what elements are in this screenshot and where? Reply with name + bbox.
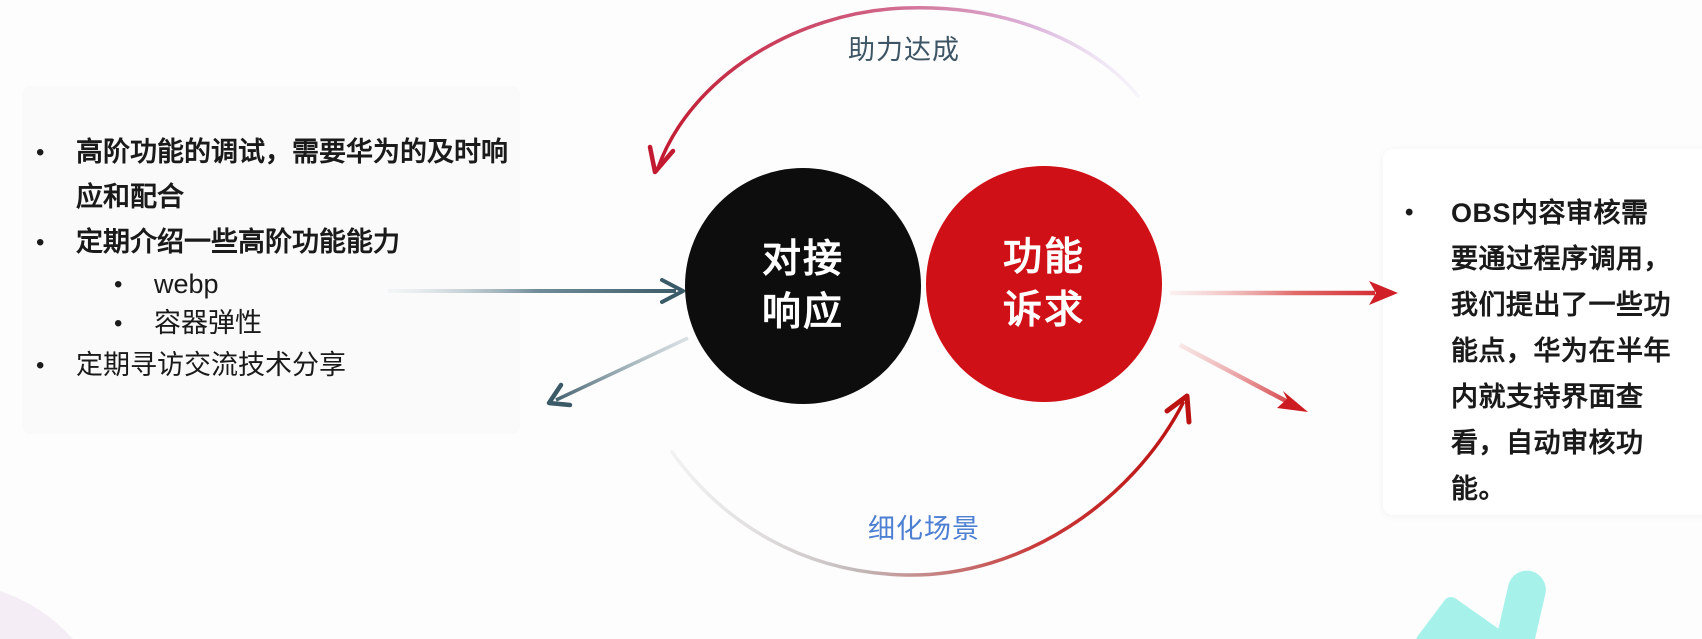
list-item-text: 高阶功能的调试，需要华为的及时响应和配合 — [76, 137, 508, 212]
list-item-text: 定期寻访交流技术分享 — [76, 350, 346, 380]
teal-corner-shape — [1416, 570, 1546, 639]
black-circle-label-line2: 响应 — [761, 291, 844, 334]
left-bullet-list: • 高阶功能的调试，需要华为的及时响应和配合 • 定期介绍一些高阶功能能力 • … — [36, 130, 520, 388]
black-circle-对接响应: 对接 响应 — [685, 168, 921, 404]
list-item: • 定期介绍一些高阶功能能力 — [36, 220, 520, 265]
list-subitem: • 容器弹性 — [36, 304, 520, 343]
left-text-card — [22, 86, 520, 434]
right-bullet-paragraph: • OBS内容审核需要通过程序调用，我们提出了一些功能点，华为在半年内就支持界面… — [1405, 190, 1673, 512]
left-horizontal-arrowhead-icon — [660, 278, 685, 304]
top-arrow-label: 助力达成 — [848, 35, 960, 65]
left-diagonal-arrowhead-icon — [546, 382, 573, 408]
right-horizontal-arrow — [1170, 281, 1398, 305]
black-circle-label-line1: 对接 — [761, 238, 844, 281]
bottom-curved-arrow — [670, 393, 1192, 577]
red-circle-功能诉求: 功能 诉求 — [926, 166, 1162, 402]
red-circle-label-line2: 诉求 — [1002, 289, 1085, 332]
list-item-text: 容器弹性 — [154, 308, 262, 338]
list-item: • 定期寻访交流技术分享 — [36, 343, 520, 388]
bullet-icon: • — [36, 139, 45, 166]
bottom-arrow-label: 细化场景 — [868, 514, 980, 544]
bullet-icon: • — [114, 310, 123, 337]
right-diagonal-arrow — [1178, 343, 1308, 412]
right-text-card — [1383, 149, 1702, 515]
bullet-icon: • — [1405, 199, 1414, 226]
bullet-icon: • — [36, 352, 45, 379]
bullet-icon: • — [36, 229, 45, 256]
list-subitem: • webp — [36, 265, 520, 304]
pink-corner-swoosh — [0, 591, 73, 639]
list-item-text: 定期介绍一些高阶功能能力 — [76, 227, 400, 257]
bullet-icon: • — [114, 271, 123, 298]
top-arrowhead-icon — [647, 144, 676, 175]
list-item: • 高阶功能的调试，需要华为的及时响应和配合 — [36, 130, 520, 220]
red-circle-label-line1: 功能 — [1002, 236, 1085, 279]
right-diagonal-arrowhead-icon — [1277, 391, 1308, 412]
list-item-text: webp — [154, 269, 219, 299]
left-diagonal-arrow — [546, 336, 689, 408]
right-paragraph-text: OBS内容审核需要通过程序调用，我们提出了一些功能点，华为在半年内就支持界面查看… — [1451, 198, 1671, 504]
bottom-arrowhead-icon — [1164, 393, 1192, 425]
